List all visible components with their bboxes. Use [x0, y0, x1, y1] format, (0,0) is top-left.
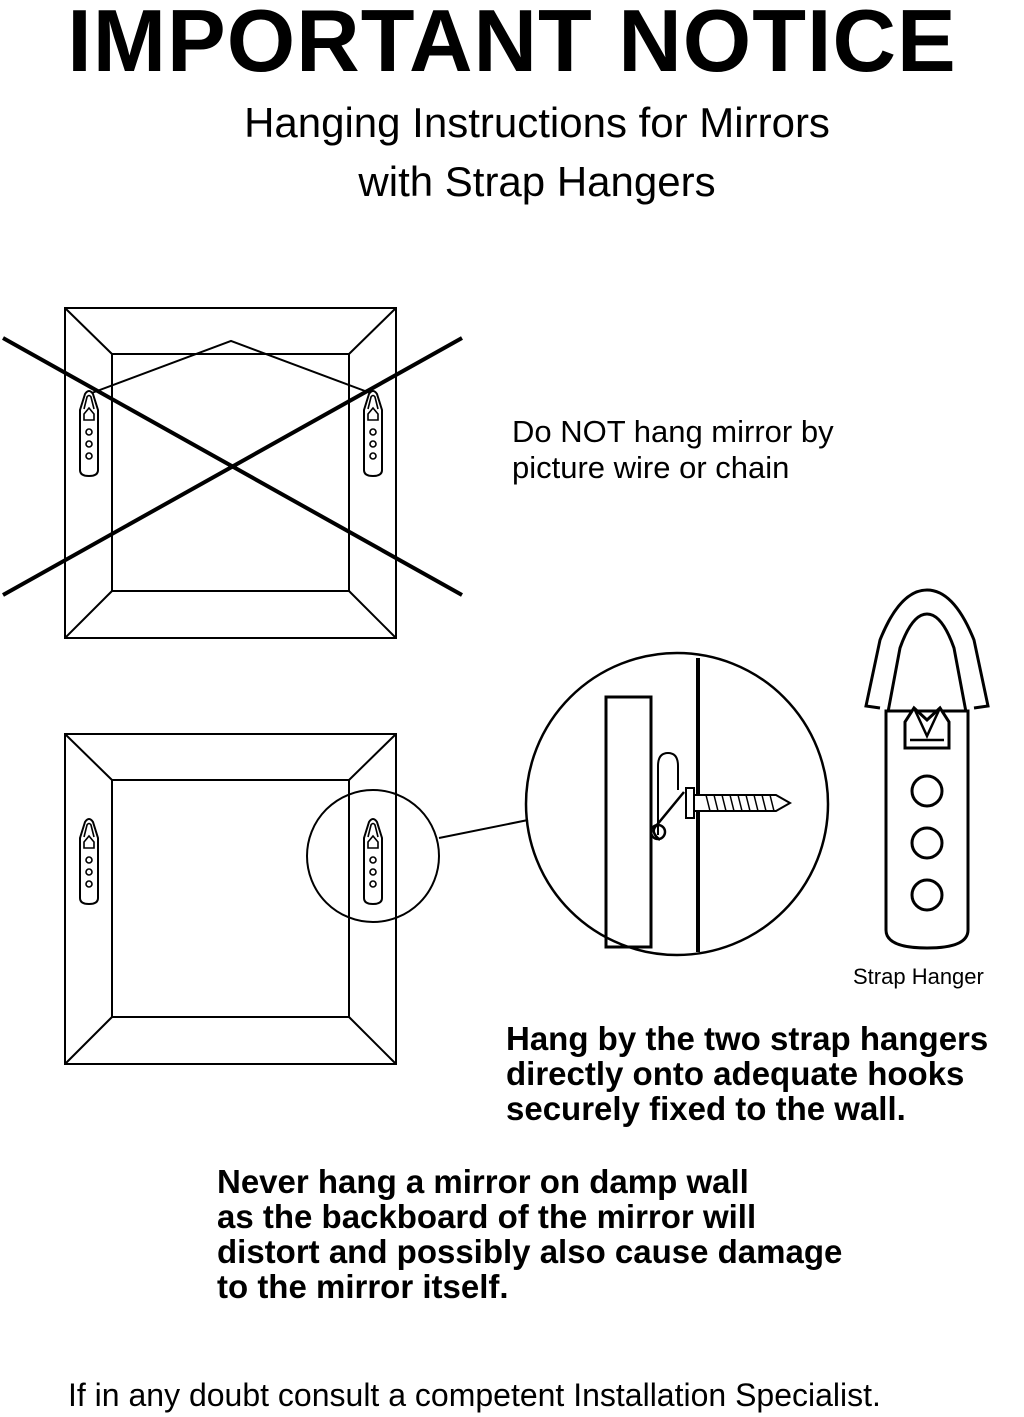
mirror-strap-diagram — [64, 733, 529, 1065]
strap-hanger-label: Strap Hanger — [853, 964, 984, 989]
correct-method-line-3: securely fixed to the wall. — [506, 1090, 906, 1127]
magnified-detail — [524, 651, 830, 957]
correct-method-line-2: directly onto adequate hooks — [506, 1055, 965, 1092]
subtitle-line-1: Hanging Instructions for Mirrors — [244, 99, 830, 146]
damp-warning-line-4: to the mirror itself. — [217, 1268, 509, 1305]
wrong-method-line-2: picture wire or chain — [512, 450, 790, 485]
correct-method-line-1: Hang by the two strap hangers — [506, 1020, 989, 1057]
damp-warning-line-1: Never hang a mirror on damp wall — [217, 1163, 749, 1200]
damp-warning-line-3: distort and possibly also cause damage — [217, 1233, 843, 1270]
notice-title: IMPORTANT NOTICE — [67, 0, 957, 90]
damp-warning-line-2: as the backboard of the mirror will — [217, 1198, 757, 1235]
mirror-wire-diagram — [2, 307, 463, 639]
footer-advice: If in any doubt consult a competent Inst… — [68, 1377, 881, 1413]
wrong-method-line-1: Do NOT hang mirror by — [512, 414, 834, 449]
strap-hanger-illustration — [864, 588, 990, 950]
subtitle-line-2: with Strap Hangers — [358, 158, 716, 205]
